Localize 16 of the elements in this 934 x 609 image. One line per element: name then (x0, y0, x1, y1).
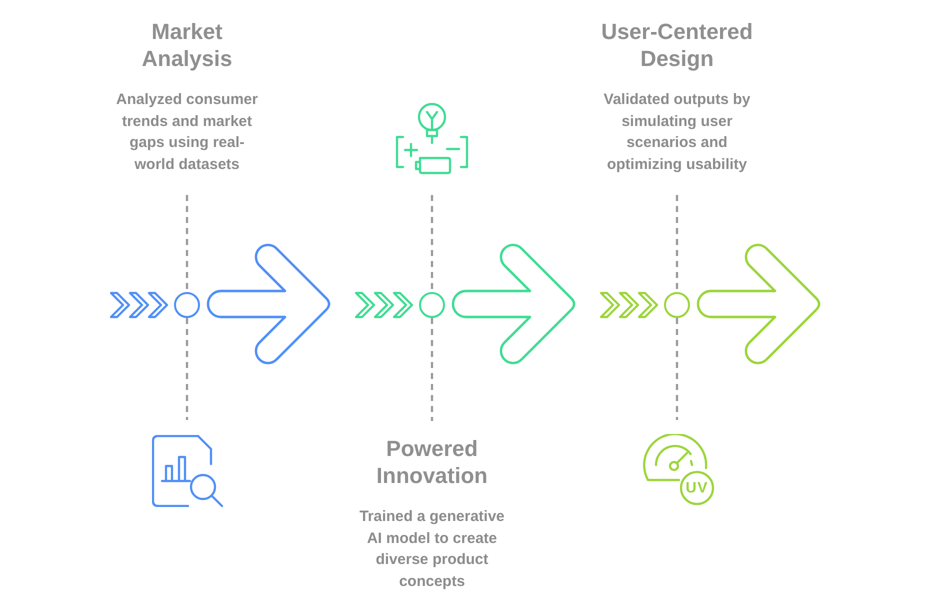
dashed-line (186, 318, 188, 420)
step-description: Validated outputs by simulating user scenarios and optimizing usability (602, 90, 752, 174)
dashed-line (430, 195, 434, 292)
dashed-line (676, 195, 678, 292)
step-description: Trained a generative AI model to create diverse product concepts (358, 507, 506, 592)
dashed-line (186, 195, 188, 292)
dashed-line (676, 318, 678, 420)
step-title: Powered Innovation (375, 435, 489, 489)
chevron-arrows (600, 291, 660, 319)
step-title: Market Analysis (140, 18, 234, 72)
chevron-arrows (110, 291, 170, 319)
step-description: Analyzed consumer trends and market gaps using real-world datasets (115, 90, 259, 174)
uv-text: UV (686, 480, 708, 496)
chevron-arrows (355, 291, 415, 319)
step-title: User-Centered Design (600, 18, 754, 72)
dashed-line (430, 318, 434, 421)
